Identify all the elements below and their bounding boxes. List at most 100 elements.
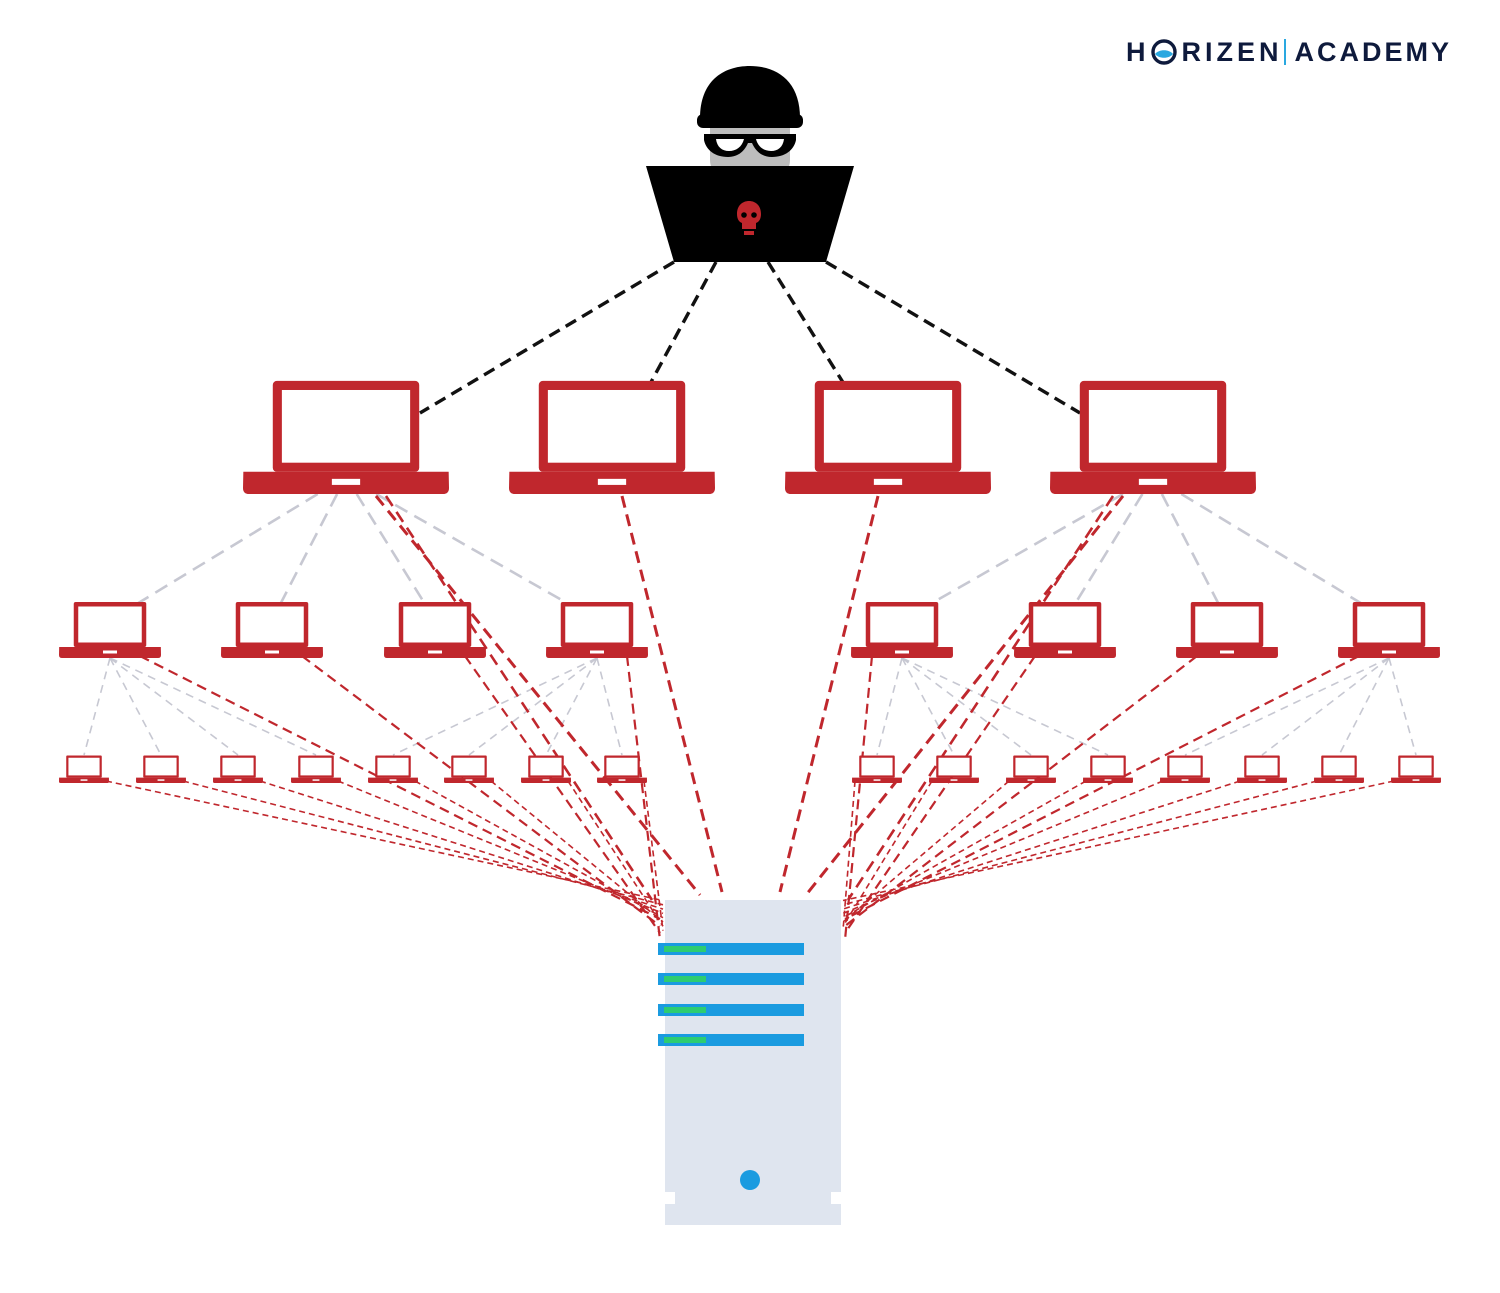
- attacker-links: [419, 260, 1081, 415]
- horizen-academy-logo: H RIZEN ACADEMY: [1126, 34, 1452, 70]
- subbot-laptop-13: [1160, 755, 1210, 783]
- logo-text-academy: ACADEMY: [1294, 36, 1452, 67]
- bot-laptop-3: [384, 602, 486, 658]
- subbot-laptop-12: [1083, 755, 1133, 783]
- control-sublink-3-1: [468, 657, 598, 756]
- control-sublink-0-1: [109, 657, 162, 756]
- attack-link-subbot-6: [490, 780, 664, 923]
- subbot-laptop-2: [136, 755, 186, 783]
- attack-link-bot-8: [844, 655, 1360, 920]
- server-notch-left: [665, 1192, 675, 1204]
- attack-link-subbot-13: [842, 780, 1164, 915]
- attack-link-bot-1: [139, 655, 661, 920]
- control-link-4: [375, 492, 568, 605]
- control-sublink-4-2: [901, 657, 1032, 756]
- attack-link-bot-2: [301, 655, 661, 927]
- attack-link-bot-6: [844, 655, 1036, 934]
- beanie: [700, 66, 800, 118]
- bot-laptop-4: [546, 602, 648, 658]
- subbot-laptop-14: [1237, 755, 1287, 783]
- attack-link-handler-2: [620, 495, 724, 893]
- attack-link-subbot-2: [182, 780, 664, 906]
- glasses-icon: [704, 134, 796, 157]
- control-sublink-4-0: [876, 657, 903, 756]
- attack-link-subbot-9: [842, 780, 856, 931]
- control-sublink-0-2: [109, 657, 239, 756]
- attack-link-handler-extra-1: [384, 495, 654, 901]
- attack-link-handler-3: [778, 495, 880, 893]
- handler-laptop-4: [1050, 380, 1256, 494]
- attack-link-subbot-12: [842, 780, 1087, 919]
- subbot-laptop-9: [852, 755, 902, 783]
- attacker-link-4: [825, 260, 1081, 415]
- logo-divider: [1284, 39, 1287, 65]
- hacker-icon: [646, 66, 854, 262]
- logo-text-rizen: RIZEN: [1181, 36, 1283, 67]
- subbot-laptop-11: [1006, 755, 1056, 783]
- attacker-link-3: [766, 261, 846, 385]
- server-slot-led-1: [664, 946, 706, 952]
- subbot-laptop-5: [368, 755, 418, 783]
- handler-laptop-1: [243, 380, 449, 494]
- bot-laptop-2: [221, 602, 323, 658]
- control-link-6: [1074, 493, 1144, 604]
- attack-link-bot-7: [844, 655, 1198, 927]
- control-sublink-7-1: [1261, 657, 1390, 756]
- attack-link-bot-3: [464, 655, 661, 934]
- logo-o-icon: [1151, 39, 1178, 65]
- control-sublink-3-2: [545, 657, 598, 756]
- attack-link-subbot-1: [105, 780, 664, 902]
- attacker-link-1: [419, 260, 675, 415]
- attack-link-subbot-5: [414, 780, 664, 919]
- control-sublink-4-1: [901, 657, 955, 756]
- attack-link-subbot-8: [643, 780, 664, 931]
- attack-links: [105, 495, 1395, 941]
- nodes: [59, 380, 1441, 783]
- server-notch-right: [831, 1192, 841, 1204]
- handler-laptop-3: [785, 380, 991, 494]
- attack-link-subbot-16: [842, 780, 1395, 902]
- server-slots: [658, 943, 804, 1046]
- attack-link-subbot-7: [567, 780, 664, 927]
- control-links: [83, 492, 1417, 756]
- server-power-button: [740, 1170, 760, 1190]
- control-sublink-0-0: [83, 657, 111, 756]
- logo-text-h: H: [1125, 36, 1150, 67]
- skull-icon: [737, 201, 761, 235]
- attack-link-subbot-3: [259, 780, 664, 910]
- beanie-band: [697, 114, 803, 128]
- bot-laptop-7: [1176, 602, 1278, 658]
- subbot-laptop-7: [521, 755, 571, 783]
- bot-laptop-1: [59, 602, 161, 658]
- subbot-laptop-8: [597, 755, 647, 783]
- control-link-5: [931, 492, 1124, 605]
- attack-link-subbot-11: [842, 780, 1010, 923]
- attacker-link-2: [648, 261, 718, 385]
- bot-laptop-5: [851, 602, 953, 658]
- control-sublink-7-0: [1184, 657, 1390, 756]
- bot-laptop-6: [1014, 602, 1116, 658]
- control-sublink-7-3: [1388, 657, 1417, 756]
- control-link-1: [137, 492, 319, 605]
- control-sublink-4-3: [901, 657, 1109, 756]
- control-sublink-0-3: [109, 657, 317, 756]
- subbot-laptop-1: [59, 755, 109, 783]
- server-slot-led-3: [664, 1007, 706, 1013]
- target-server: [658, 900, 841, 1225]
- attack-link-handler-extra-4: [846, 495, 1115, 901]
- subbot-laptop-6: [444, 755, 494, 783]
- subbot-laptop-3: [213, 755, 263, 783]
- handler-laptop-2: [509, 380, 715, 494]
- control-sublink-3-3: [596, 657, 623, 756]
- control-link-8: [1180, 492, 1362, 605]
- attack-link-subbot-15: [842, 780, 1318, 906]
- server-slot-led-4: [664, 1037, 706, 1043]
- attack-link-subbot-4: [337, 780, 664, 915]
- control-sublink-7-2: [1338, 657, 1390, 756]
- control-sublink-3-0: [392, 657, 598, 756]
- subbot-laptop-16: [1391, 755, 1441, 783]
- subbot-laptop-15: [1314, 755, 1364, 783]
- bot-laptop-8: [1338, 602, 1440, 658]
- server-slot-led-2: [664, 976, 706, 982]
